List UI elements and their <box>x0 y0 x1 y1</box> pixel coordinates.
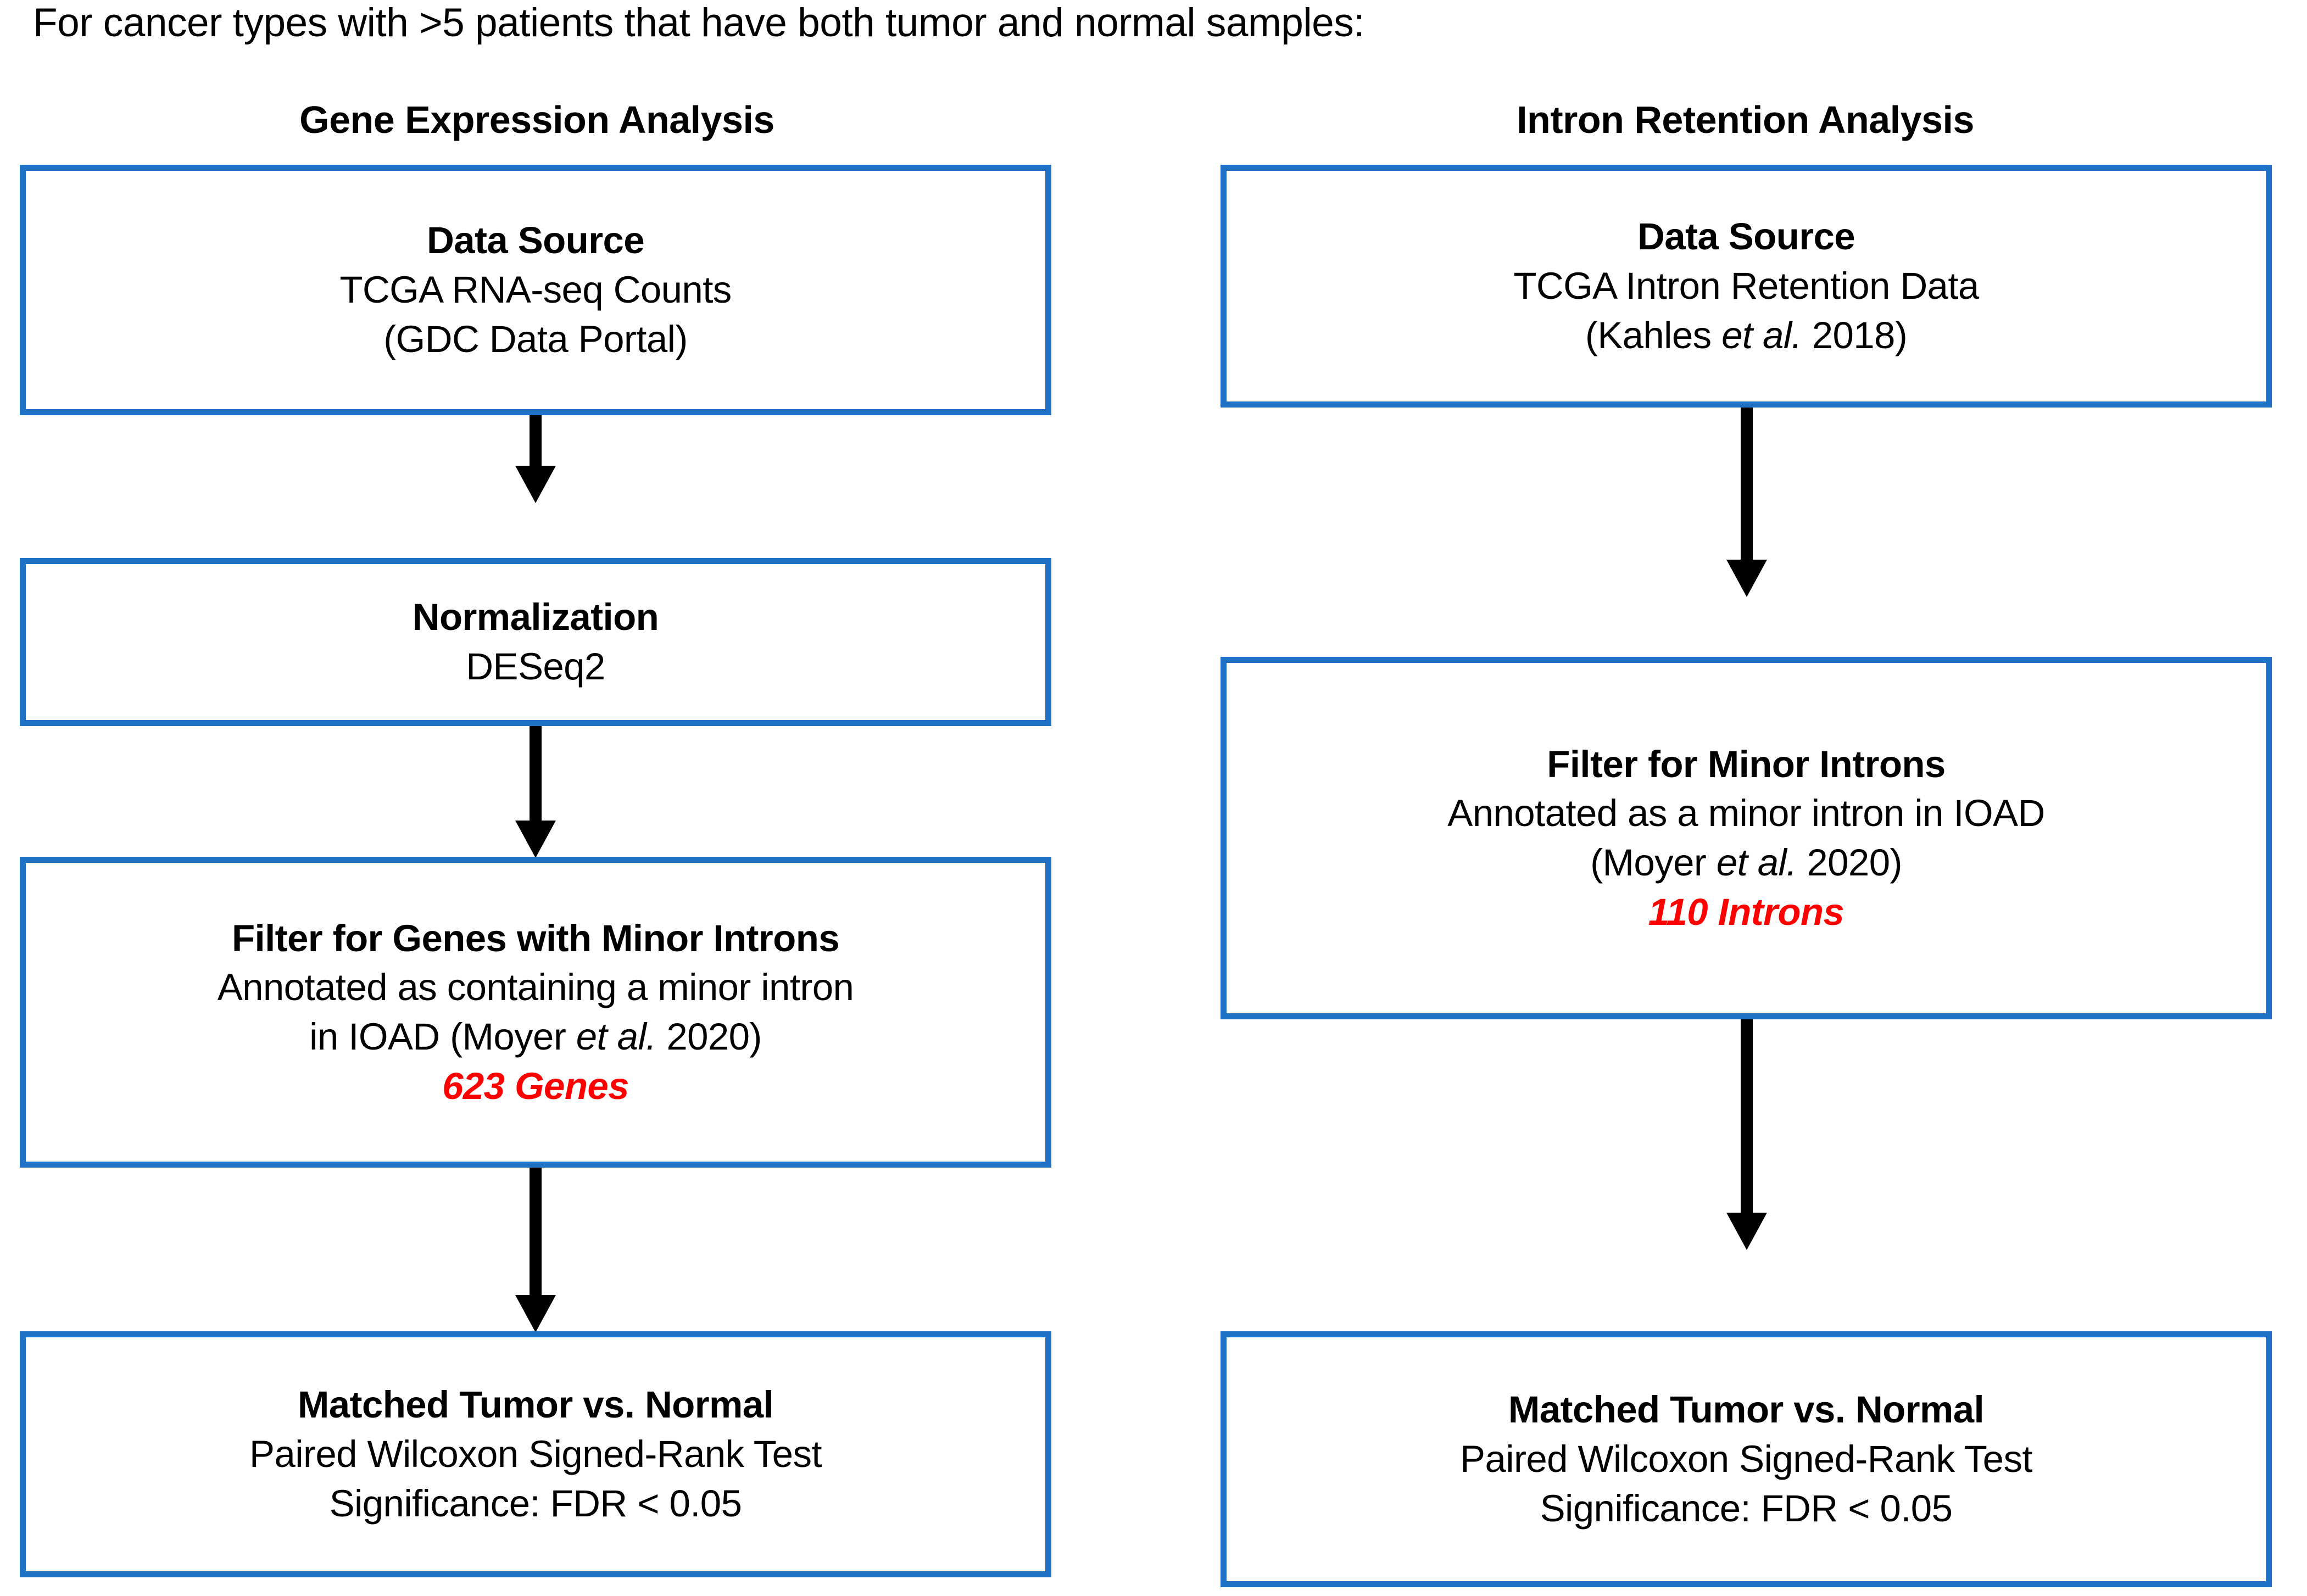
node-count-badge: 110 Introns <box>1648 890 1845 933</box>
node-title: Filter for Minor Introns <box>1547 743 1946 785</box>
arrow-head <box>515 466 556 503</box>
arrow-shaft <box>530 415 542 466</box>
node-title: Matched Tumor vs. Normal <box>1508 1388 1985 1431</box>
node-left-data-source[interactable]: Data Source TCGA RNA-seq Counts (GDC Dat… <box>20 165 1051 415</box>
node-left-matched-tumor-vs-normal[interactable]: Matched Tumor vs. Normal Paired Wilcoxon… <box>20 1331 1051 1577</box>
arrow-shaft <box>530 726 542 821</box>
node-line: TCGA RNA-seq Counts <box>339 269 732 311</box>
node-title: Filter for Genes with Minor Introns <box>231 917 840 959</box>
node-right-matched-tumor-vs-normal[interactable]: Matched Tumor vs. Normal Paired Wilcoxon… <box>1221 1331 2272 1587</box>
node-line: Significance: FDR < 0.05 <box>1540 1487 1953 1530</box>
arrow-head <box>515 821 556 858</box>
node-line: Significance: FDR < 0.05 <box>329 1482 742 1525</box>
node-title: Data Source <box>1637 215 1855 258</box>
node-count-badge: 623 Genes <box>442 1064 629 1107</box>
arrow-head <box>1726 560 1767 597</box>
node-line-citation: (Kahles et al. 2018) <box>1585 311 1908 360</box>
citation-prefix: in IOAD (Moyer <box>309 1015 576 1058</box>
citation-prefix: (Kahles <box>1585 314 1722 356</box>
citation-suffix: 2020) <box>1796 841 1902 884</box>
node-right-data-source[interactable]: Data Source TCGA Intron Retention Data (… <box>1221 165 2272 408</box>
citation-et-al: et al. <box>1721 314 1802 356</box>
node-line-citation: in IOAD (Moyer et al. 2020) <box>309 1012 762 1062</box>
arrow-shaft <box>530 1168 542 1295</box>
arrow-shaft <box>1741 1019 1753 1213</box>
citation-suffix: 2020) <box>656 1015 762 1058</box>
node-line: Annotated as a minor intron in IOAD <box>1447 792 2045 835</box>
arrow-head <box>1726 1213 1767 1250</box>
node-line: DESeq2 <box>466 645 605 688</box>
node-line-citation: (Moyer et al. 2020) <box>1590 838 1902 888</box>
node-line: Annotated as containing a minor intron <box>217 966 854 1009</box>
citation-suffix: 2018) <box>1802 314 1908 356</box>
node-line: TCGA Intron Retention Data <box>1513 265 1979 308</box>
column-header-intron-retention: Intron Retention Analysis <box>1517 98 1974 141</box>
arrow-head <box>515 1295 556 1332</box>
node-line: (GDC Data Portal) <box>383 317 688 360</box>
node-line: Paired Wilcoxon Signed-Rank Test <box>1460 1438 2032 1481</box>
node-line: Paired Wilcoxon Signed-Rank Test <box>249 1433 822 1476</box>
node-title: Normalization <box>412 596 659 639</box>
citation-et-al: et al. <box>576 1015 657 1058</box>
column-header-gene-expression: Gene Expression Analysis <box>299 98 774 141</box>
node-title: Data Source <box>426 219 645 262</box>
arrow-shaft <box>1741 408 1753 560</box>
node-right-filter-minor-introns[interactable]: Filter for Minor Introns Annotated as a … <box>1221 657 2272 1019</box>
citation-et-al: et al. <box>1716 841 1797 884</box>
node-left-normalization[interactable]: Normalization DESeq2 <box>20 558 1051 726</box>
node-title: Matched Tumor vs. Normal <box>297 1383 774 1426</box>
citation-prefix: (Moyer <box>1590 841 1717 884</box>
node-left-filter-genes-minor-introns[interactable]: Filter for Genes with Minor Introns Anno… <box>20 857 1051 1168</box>
figure-caption: For cancer types with >5 patients that h… <box>33 1 1364 45</box>
